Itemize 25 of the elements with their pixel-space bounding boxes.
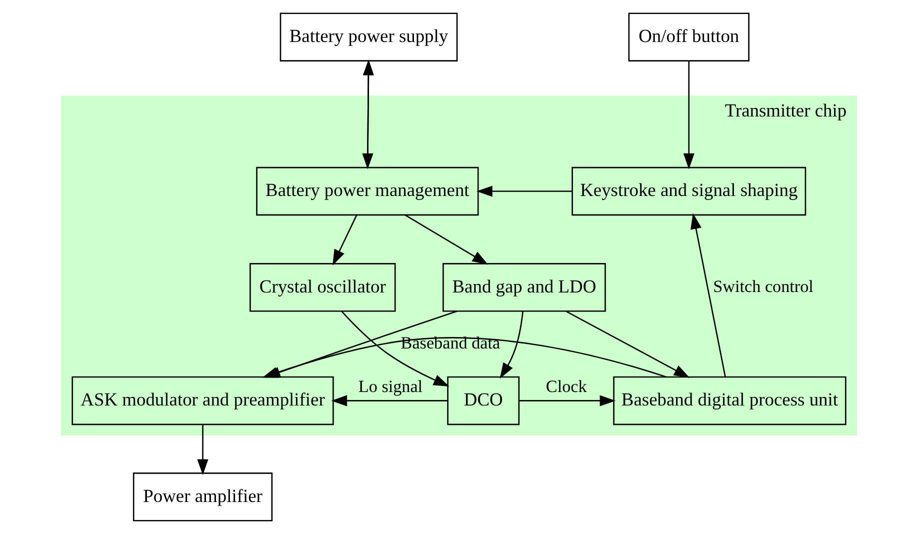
node-box: On/off button	[628, 12, 750, 62]
arrow	[341, 311, 450, 386]
node-box: Crystal oscillator	[250, 263, 396, 312]
node-box: DCO	[447, 376, 520, 426]
node-box: ASK modulator and preamplifier	[72, 376, 334, 426]
arrow	[683, 61, 694, 170]
arrow	[476, 186, 572, 197]
arrow	[404, 214, 488, 265]
node-box: Baseband digital process unit	[613, 376, 846, 426]
edge-label: Switch control	[713, 276, 814, 296]
arrow	[332, 214, 358, 266]
edge-label: Lo signal	[358, 377, 423, 396]
node-box: Power amplifier	[132, 472, 273, 522]
edge-label: Baseband data	[400, 334, 500, 353]
node-box: Band gap and LDO	[442, 263, 606, 312]
node-box: Battery power supply	[280, 12, 458, 62]
arrow	[197, 424, 208, 476]
arrow	[331, 395, 448, 406]
node-box: Battery power management	[256, 166, 479, 216]
arrow	[519, 395, 616, 406]
edge-label: Clock	[546, 377, 587, 396]
node-box: Keystroke and signal shaping	[572, 166, 806, 216]
arrow	[566, 310, 690, 378]
arrow	[500, 311, 524, 379]
arrow	[690, 213, 726, 378]
